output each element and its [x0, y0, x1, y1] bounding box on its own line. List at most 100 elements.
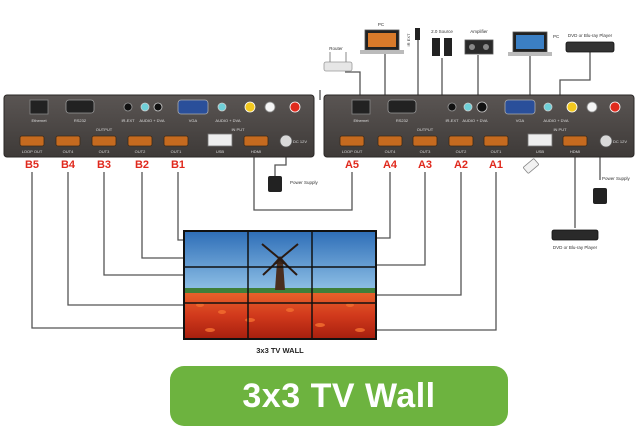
audio-jack-3 [217, 102, 227, 112]
cable-a2 [377, 172, 462, 296]
power-left-label: Power Supply [290, 180, 319, 185]
left-unit-label-dc: DC 12V [293, 139, 307, 144]
right-unit-label-dc: DC 12V [613, 139, 627, 144]
audio-source-label: 2.0 Source [431, 29, 453, 34]
cable-router [345, 71, 361, 100]
title-banner: 3x3 TV Wall [170, 366, 508, 426]
audio-source-device: 2.0 Source [431, 29, 453, 56]
left-unit-label-ethernet: Ethernet [31, 118, 47, 123]
dvd-top-device: DVD or Blu-ray Player [565, 33, 615, 53]
rca-yellow [566, 101, 578, 113]
hdmi-input [243, 135, 269, 147]
right-unit-label-usb: USB [536, 149, 545, 154]
power-supply-left: Power Supply [268, 176, 319, 192]
rca-white [586, 101, 598, 113]
cable-b1 [177, 172, 183, 241]
right-unit-label-audio2: AUDIO + DVA [543, 118, 568, 123]
cable-a3 [377, 172, 426, 266]
rs232-port [387, 99, 417, 114]
left-unit-label-out1: OUT1 [171, 149, 182, 154]
ir-ext-jack [447, 102, 457, 112]
left-unit-label-rs232: RS232 [74, 118, 87, 123]
audio-jack [140, 102, 150, 112]
audio-jack-3 [543, 102, 553, 112]
audio-jack-2 [153, 102, 163, 112]
title-banner-text: 3x3 TV Wall [242, 376, 436, 415]
tag-b3: B3 [97, 159, 111, 171]
hdmi-input [562, 135, 588, 147]
left-unit-label-loopout: LOOP OUT [22, 149, 43, 154]
router-label: Router [329, 46, 343, 51]
left-unit-label-irext: IR-EXT [121, 118, 135, 123]
ir-ext-device: IR EXT [406, 28, 420, 46]
left-hdmi-outputs [19, 135, 189, 147]
cable-b3 [103, 172, 183, 276]
ethernet-port [29, 99, 49, 115]
amplifier-device: Amplifier [464, 29, 494, 55]
right-unit-label-input: IN PUT [553, 127, 567, 132]
cable-b4 [67, 172, 183, 306]
router-device: Router [323, 46, 353, 72]
left-controller-unit: Ethernet RS232 IR-EXT AUDIO + DVA VGA AU… [3, 94, 315, 158]
right-unit-label-out3: OUT3 [420, 149, 431, 154]
right-unit-label-vga: VGA [516, 118, 525, 123]
right-unit-label-out4: OUT4 [385, 149, 396, 154]
tag-b2: B2 [135, 159, 149, 171]
right-unit-label-irext: IR-EXT [445, 118, 459, 123]
right-unit-label-out1: OUT1 [491, 149, 502, 154]
left-unit-label-output: OUTPUT [96, 127, 113, 132]
tag-b1: B1 [171, 159, 185, 171]
power-right-label: Power Supply [602, 176, 631, 181]
right-controller-unit: Ethernet RS232 IR-EXT AUDIO + DVA VGA AU… [323, 94, 635, 158]
cable-b2 [141, 172, 183, 259]
cable-a4 [377, 172, 391, 239]
left-unit-label-input: IN PUT [231, 127, 245, 132]
pc-left-device: PC [360, 22, 404, 54]
left-unit-label-vga: VGA [189, 118, 198, 123]
right-unit-label-audio: AUDIO + DVA [462, 118, 487, 123]
dvd-bottom-label: DVD or Blu-ray Player [553, 245, 598, 250]
audio-jack [463, 102, 473, 112]
power-supply-right: Power Supply [593, 176, 631, 204]
tv-wall: 3x3 TV WALL [183, 230, 377, 355]
usb-port [207, 133, 233, 147]
output-tags: B5 B4 B3 B2 B1 A5 A4 A3 A2 A1 [25, 159, 503, 171]
right-hdmi-outputs [339, 135, 509, 147]
right-unit-label-loopout: LOOP OUT [342, 149, 363, 154]
tag-a3: A3 [418, 159, 432, 171]
pc-left-label: PC [378, 22, 385, 27]
tag-a2: A2 [454, 159, 468, 171]
left-unit-label-out2: OUT2 [135, 149, 146, 154]
dvd-top-label: DVD or Blu-ray Player [568, 33, 613, 38]
right-unit-label-out2: OUT2 [456, 149, 467, 154]
usb-stick-right [523, 158, 539, 174]
tv-wall-caption: 3x3 TV WALL [256, 346, 304, 355]
tag-a4: A4 [383, 159, 398, 171]
dc-jack [599, 134, 613, 148]
ir-ext-label: IR EXT [406, 33, 411, 46]
rca-yellow [244, 101, 256, 113]
left-unit-label-audio2: AUDIO + DVA [215, 118, 240, 123]
cable-a1 [377, 172, 497, 331]
cable-b5 [31, 172, 183, 329]
right-unit-label-output: OUTPUT [417, 127, 434, 132]
cable-dvd-top [559, 52, 591, 100]
rca-red [289, 101, 301, 113]
left-unit-label-out3: OUT3 [99, 149, 110, 154]
tag-a5: A5 [345, 159, 359, 171]
rca-red [609, 101, 621, 113]
tag-a1: A1 [489, 159, 503, 171]
right-unit-label-hdmi: HDMI [570, 149, 580, 154]
left-unit-label-usb: USB [216, 149, 225, 154]
ethernet-port [351, 99, 371, 115]
cable-a5-loop [253, 150, 353, 211]
dvd-bottom-device: DVD or Blu-ray Player [551, 229, 599, 250]
tag-b4: B4 [61, 159, 76, 171]
right-unit-label-ethernet: Ethernet [353, 118, 369, 123]
amplifier-label: Amplifier [470, 29, 488, 34]
rs232-port [65, 99, 95, 114]
tag-b5: B5 [25, 159, 39, 171]
right-unit-label-rs232: RS232 [396, 118, 409, 123]
ir-ext-jack [123, 102, 133, 112]
